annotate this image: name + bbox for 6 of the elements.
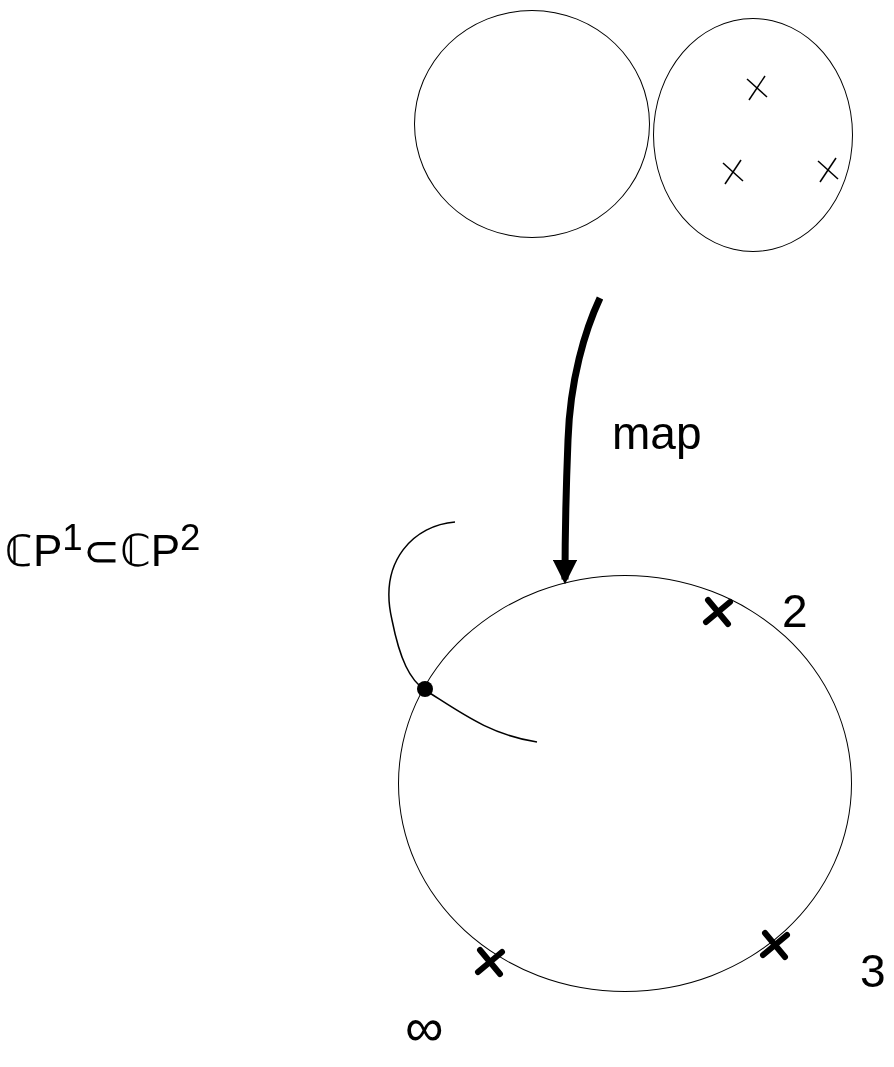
arrow xyxy=(552,296,604,585)
point-label: 3 xyxy=(860,948,886,994)
circle-outline xyxy=(398,575,852,992)
point-label: ∞ xyxy=(405,1000,444,1054)
formula-label: ℂP$^{1}$⊂ℂP$^{2}$ xyxy=(5,520,201,573)
point-label: 2 xyxy=(782,588,808,634)
